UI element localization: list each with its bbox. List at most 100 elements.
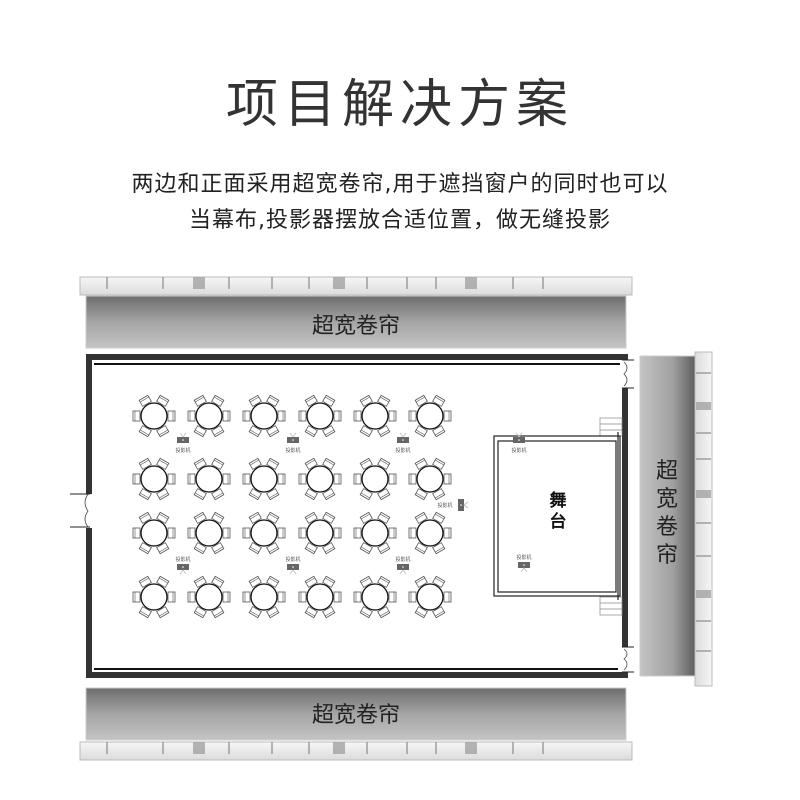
chair <box>353 410 362 422</box>
chair <box>193 542 207 555</box>
chair <box>304 425 318 438</box>
chair <box>138 575 152 588</box>
track-bracket <box>512 742 514 754</box>
chair <box>359 542 373 555</box>
chair <box>211 575 225 588</box>
chair <box>266 394 280 407</box>
chair <box>211 511 225 524</box>
round-table <box>242 511 286 555</box>
round-table <box>187 457 231 501</box>
track-bracket <box>308 742 310 754</box>
chair <box>388 473 397 485</box>
chair <box>322 542 336 555</box>
chair <box>443 591 452 603</box>
table-top <box>140 465 168 493</box>
projector: 投影机 <box>395 556 411 575</box>
table-top <box>140 402 168 430</box>
table-top <box>195 465 223 493</box>
left-door[interactable] <box>70 493 94 528</box>
chair <box>322 394 336 407</box>
chair <box>414 488 428 501</box>
chair <box>222 527 231 539</box>
table-grid <box>132 394 452 619</box>
bottom-curtain-body <box>85 687 627 741</box>
right-door-top[interactable] <box>621 359 634 389</box>
chair <box>156 394 170 407</box>
bottom-curtain-label: 超宽卷帘 <box>312 703 400 728</box>
round-table <box>408 575 452 619</box>
chair <box>193 511 207 524</box>
chair <box>304 488 318 501</box>
table-top <box>195 519 223 547</box>
stage-outer <box>493 435 621 597</box>
chair <box>156 511 170 524</box>
track-bracket <box>193 742 205 754</box>
round-table <box>408 457 452 501</box>
chair <box>322 457 336 470</box>
chair <box>187 410 196 422</box>
table-top <box>361 583 389 611</box>
track-bracket <box>435 277 437 289</box>
chair <box>222 410 231 422</box>
svg-text:宽: 宽 <box>656 487 678 512</box>
chair <box>359 575 373 588</box>
track-bracket <box>406 277 408 289</box>
chair <box>298 410 307 422</box>
chair <box>408 591 417 603</box>
track-bracket <box>696 522 711 524</box>
chair <box>359 394 373 407</box>
projector-label: 投影机 <box>285 556 300 563</box>
chair <box>414 457 428 470</box>
table-top <box>306 465 334 493</box>
round-table <box>353 575 397 619</box>
chair <box>408 410 417 422</box>
table-top <box>361 402 389 430</box>
table-top <box>416 465 444 493</box>
track-bracket <box>193 277 205 289</box>
round-table <box>408 511 452 555</box>
stage-stairs-top <box>599 417 623 437</box>
chair <box>266 606 280 619</box>
round-table <box>353 457 397 501</box>
chair <box>248 575 262 588</box>
table-top <box>195 402 223 430</box>
chair <box>432 575 446 588</box>
track-bracket <box>271 277 273 289</box>
table-top <box>250 465 278 493</box>
chair <box>211 488 225 501</box>
chair <box>156 542 170 555</box>
chair <box>193 425 207 438</box>
chair <box>304 511 318 524</box>
chair <box>322 511 336 524</box>
track-bracket <box>696 490 711 498</box>
track-bracket <box>308 277 310 289</box>
chair <box>377 606 391 619</box>
right-curtain-track <box>694 351 713 687</box>
round-table <box>132 511 176 555</box>
chair <box>248 542 262 555</box>
chair <box>156 575 170 588</box>
track-bracket <box>696 590 711 598</box>
chair <box>248 394 262 407</box>
chair <box>187 527 196 539</box>
projector-label: 投影机 <box>516 554 531 561</box>
chair <box>156 488 170 501</box>
right-curtain: 超宽 卷帘 <box>639 351 713 687</box>
table-top <box>416 583 444 611</box>
chair <box>298 527 307 539</box>
chair <box>242 527 251 539</box>
chair <box>432 425 446 438</box>
stage-stairs-bottom <box>599 596 623 616</box>
chair <box>187 591 196 603</box>
chair <box>132 527 141 539</box>
chair <box>377 511 391 524</box>
projector-label: 投影机 <box>395 447 410 454</box>
track-bracket <box>696 432 711 434</box>
projector: 投影机 <box>285 556 301 575</box>
right-door-bottom[interactable] <box>621 646 634 673</box>
track-bracket <box>542 742 544 754</box>
round-table <box>132 394 176 438</box>
projector: 投影机 <box>516 554 532 573</box>
track-bracket <box>366 742 368 754</box>
